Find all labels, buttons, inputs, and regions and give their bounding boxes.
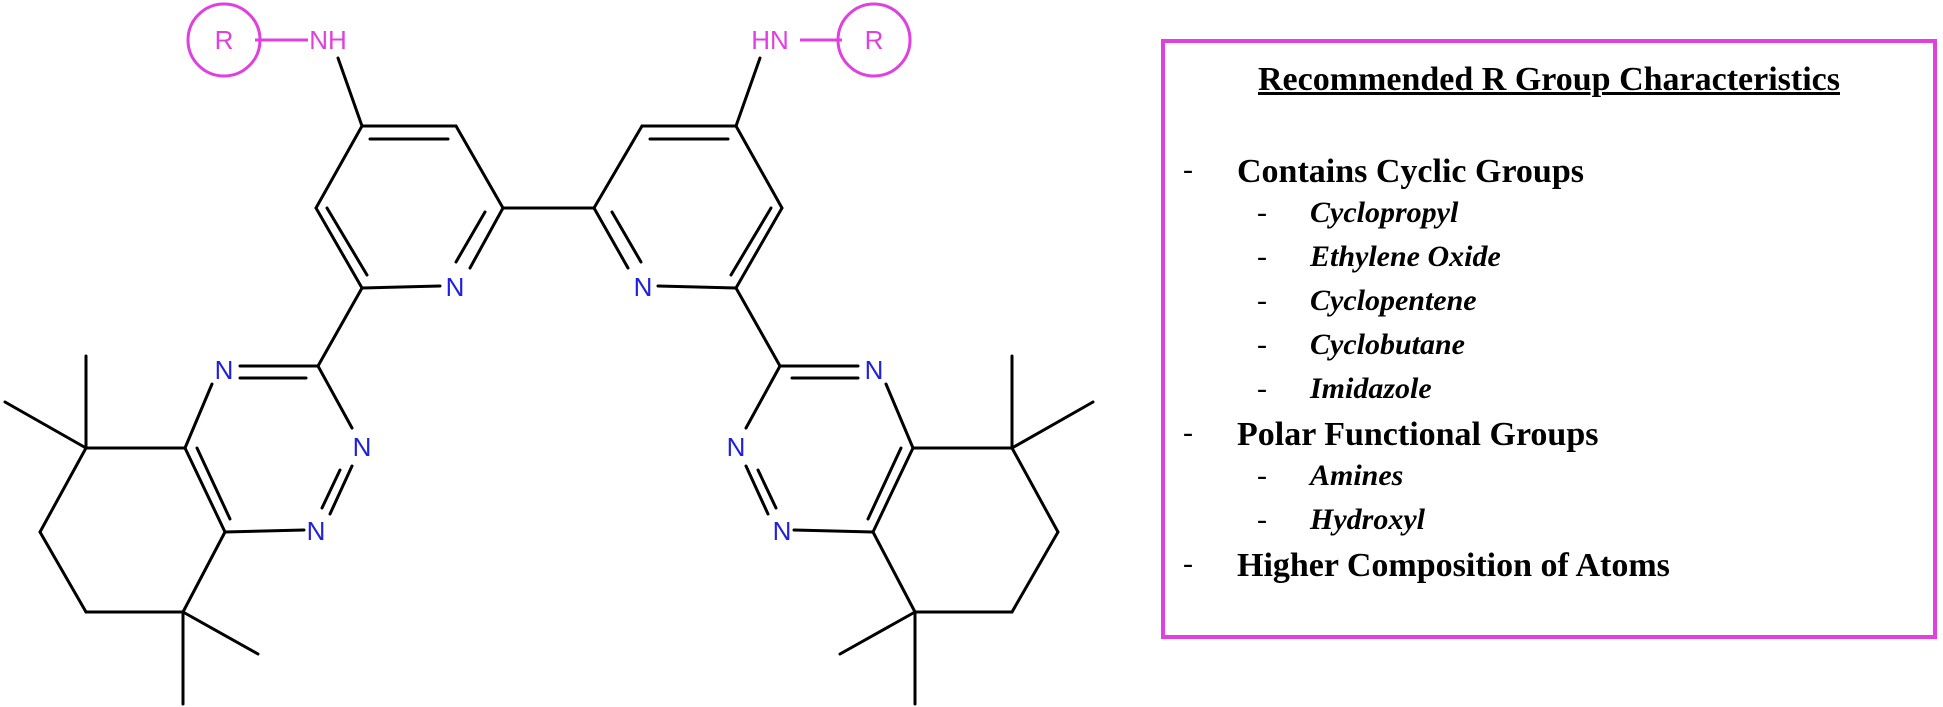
list-item-label: Higher Composition of Atoms — [1237, 547, 1670, 584]
right-pyridine-n: N — [634, 272, 653, 302]
left-r-circle — [186, 2, 262, 78]
right-methyl-groups — [838, 354, 1095, 706]
right-r-circle — [836, 2, 912, 78]
list-dash: - — [1183, 153, 1193, 186]
list-item-label: Imidazole — [1310, 372, 1432, 405]
list-dash: - — [1183, 416, 1193, 449]
right-cyclohexane-ring — [871, 446, 1060, 614]
left-triazine-ring — [183, 364, 354, 534]
list-dash: - — [1257, 196, 1267, 229]
left-pyridine-n: N — [446, 272, 465, 302]
left-bipyridine-ring — [314, 124, 505, 290]
left-pyridine-triazine-bond — [316, 286, 364, 368]
list-dash: - — [1257, 459, 1267, 492]
list-dash: - — [1257, 284, 1267, 317]
right-hn-label: HN — [751, 25, 789, 55]
list-item-label: Hydroxyl — [1310, 503, 1425, 536]
right-bipyridine-ring — [592, 124, 784, 290]
list-item: - Cyclobutane — [1165, 328, 1933, 372]
left-methyl-groups — [3, 354, 260, 706]
list-item-label: Contains Cyclic Groups — [1237, 153, 1584, 190]
r-group-characteristics-panel: Recommended R Group Characteristics - Con… — [1161, 39, 1937, 639]
left-amine-bond — [336, 56, 364, 128]
left-nh-label: NH — [309, 25, 347, 55]
list-dash: - — [1257, 372, 1267, 405]
list-item: - Amines — [1165, 459, 1933, 503]
right-triazine-ring — [744, 364, 915, 534]
list-item: - Higher Composition of Atoms — [1165, 547, 1933, 590]
left-triazine-n3: N — [307, 516, 326, 546]
list-item: - Ethylene Oxide — [1165, 240, 1933, 284]
characteristics-list: - Contains Cyclic Groups - Cyclopropyl - Et… — [1165, 153, 1933, 590]
list-item-label: Polar Functional Groups — [1237, 416, 1599, 453]
list-dash: - — [1257, 328, 1267, 361]
list-item-label: Ethylene Oxide — [1310, 240, 1501, 273]
list-item: - Imidazole — [1165, 372, 1933, 416]
list-item: - Contains Cyclic Groups — [1165, 153, 1933, 196]
list-item: - Cyclopentene — [1165, 284, 1933, 328]
list-item-label: Cyclopentene — [1310, 284, 1477, 317]
list-item: - Polar Functional Groups — [1165, 416, 1933, 459]
right-triazine-n1: N — [865, 355, 884, 385]
right-triazine-n3: N — [773, 516, 792, 546]
left-r-label: R — [215, 25, 234, 55]
right-triazine-n2: N — [727, 432, 746, 462]
list-item-label: Cyclobutane — [1310, 328, 1465, 361]
right-r-label: R — [865, 25, 884, 55]
right-amine-bond — [734, 56, 762, 128]
list-dash: - — [1257, 240, 1267, 273]
left-cyclohexane-ring — [38, 446, 227, 614]
right-pyridine-triazine-bond — [734, 286, 782, 368]
list-item-label: Amines — [1310, 459, 1404, 492]
panel-title: Recommended R Group Characteristics — [1257, 61, 1840, 98]
list-item: - Hydroxyl — [1165, 503, 1933, 547]
left-triazine-n1: N — [215, 355, 234, 385]
list-dash: - — [1257, 503, 1267, 536]
left-triazine-n2: N — [353, 432, 372, 462]
list-item-label: Cyclopropyl — [1310, 196, 1459, 229]
list-item: - Cyclopropyl — [1165, 196, 1933, 240]
list-dash: - — [1183, 547, 1193, 580]
